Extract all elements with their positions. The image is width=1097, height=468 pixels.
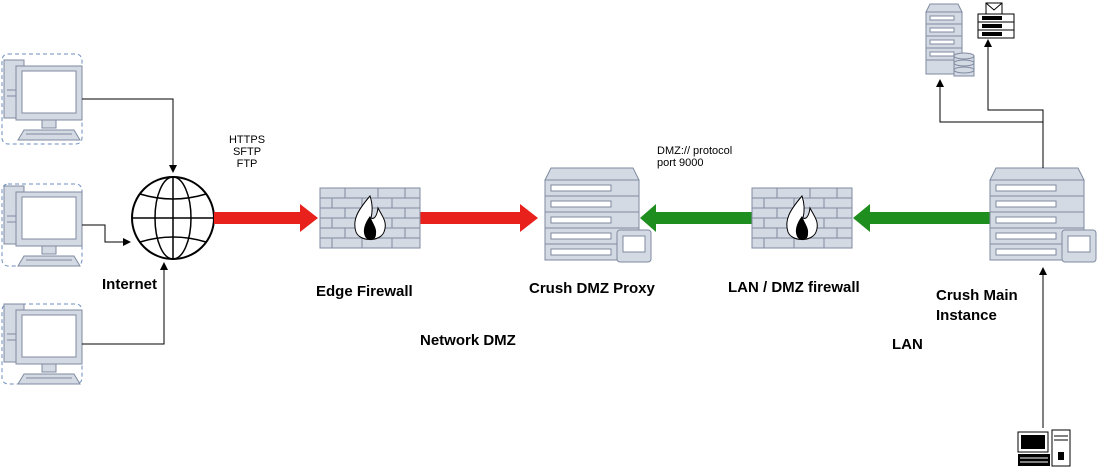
connector-client-bottom (82, 262, 168, 345)
mail-server-icon (977, 2, 1015, 39)
internet-label: Internet (102, 276, 158, 293)
red-arrow-internet-to-edge-firewall (214, 204, 318, 232)
edge-firewall-icon (319, 187, 421, 249)
crush-dmz-proxy-label: Crush DMZ Proxy (529, 280, 655, 297)
edge-firewall-label: Edge Firewall (316, 283, 413, 300)
lan-dmz-firewall-icon (751, 187, 853, 249)
connector-client-top (82, 98, 177, 173)
lan-label: LAN (892, 336, 923, 353)
green-arrow-main-to-lan-firewall (853, 204, 990, 232)
network-dmz-label: Network DMZ (420, 332, 516, 349)
dmz-protocol-line2: port 9000 (657, 157, 704, 169)
crush-main-instance-label: Crush Main Instance (936, 286, 1018, 326)
crush-main-server-icon (989, 167, 1097, 263)
client-computer-middle (1, 183, 83, 267)
client-computer-top (1, 53, 83, 145)
dmz-proxy-server-icon (544, 167, 652, 263)
connector-client-middle (82, 224, 131, 246)
client-computer-bottom (1, 303, 83, 385)
connector-main-to-database-server (936, 79, 1044, 168)
database-server-icon (925, 3, 975, 77)
protocol-label: HTTPS SFTP FTP (222, 134, 272, 170)
green-arrow-lan-firewall-to-dmz-proxy (640, 204, 752, 232)
dmz-protocol-label: DMZ:// protocol port 9000 (657, 145, 767, 169)
globe-icon (131, 176, 215, 260)
protocol-https: HTTPS (228, 134, 266, 146)
red-arrow-edge-firewall-to-dmz-proxy (420, 204, 538, 232)
protocol-sftp: SFTP (232, 146, 262, 158)
protocol-ftp: FTP (236, 158, 258, 170)
lan-workstation-icon (1017, 429, 1071, 467)
dmz-protocol-line1: DMZ:// protocol (657, 145, 733, 157)
crush-main-label-line2: Instance (936, 307, 997, 324)
lan-dmz-firewall-label: LAN / DMZ firewall (728, 279, 860, 296)
crush-main-label-line1: Crush Main (936, 287, 1018, 304)
connector-main-to-mail-server (984, 39, 1044, 122)
